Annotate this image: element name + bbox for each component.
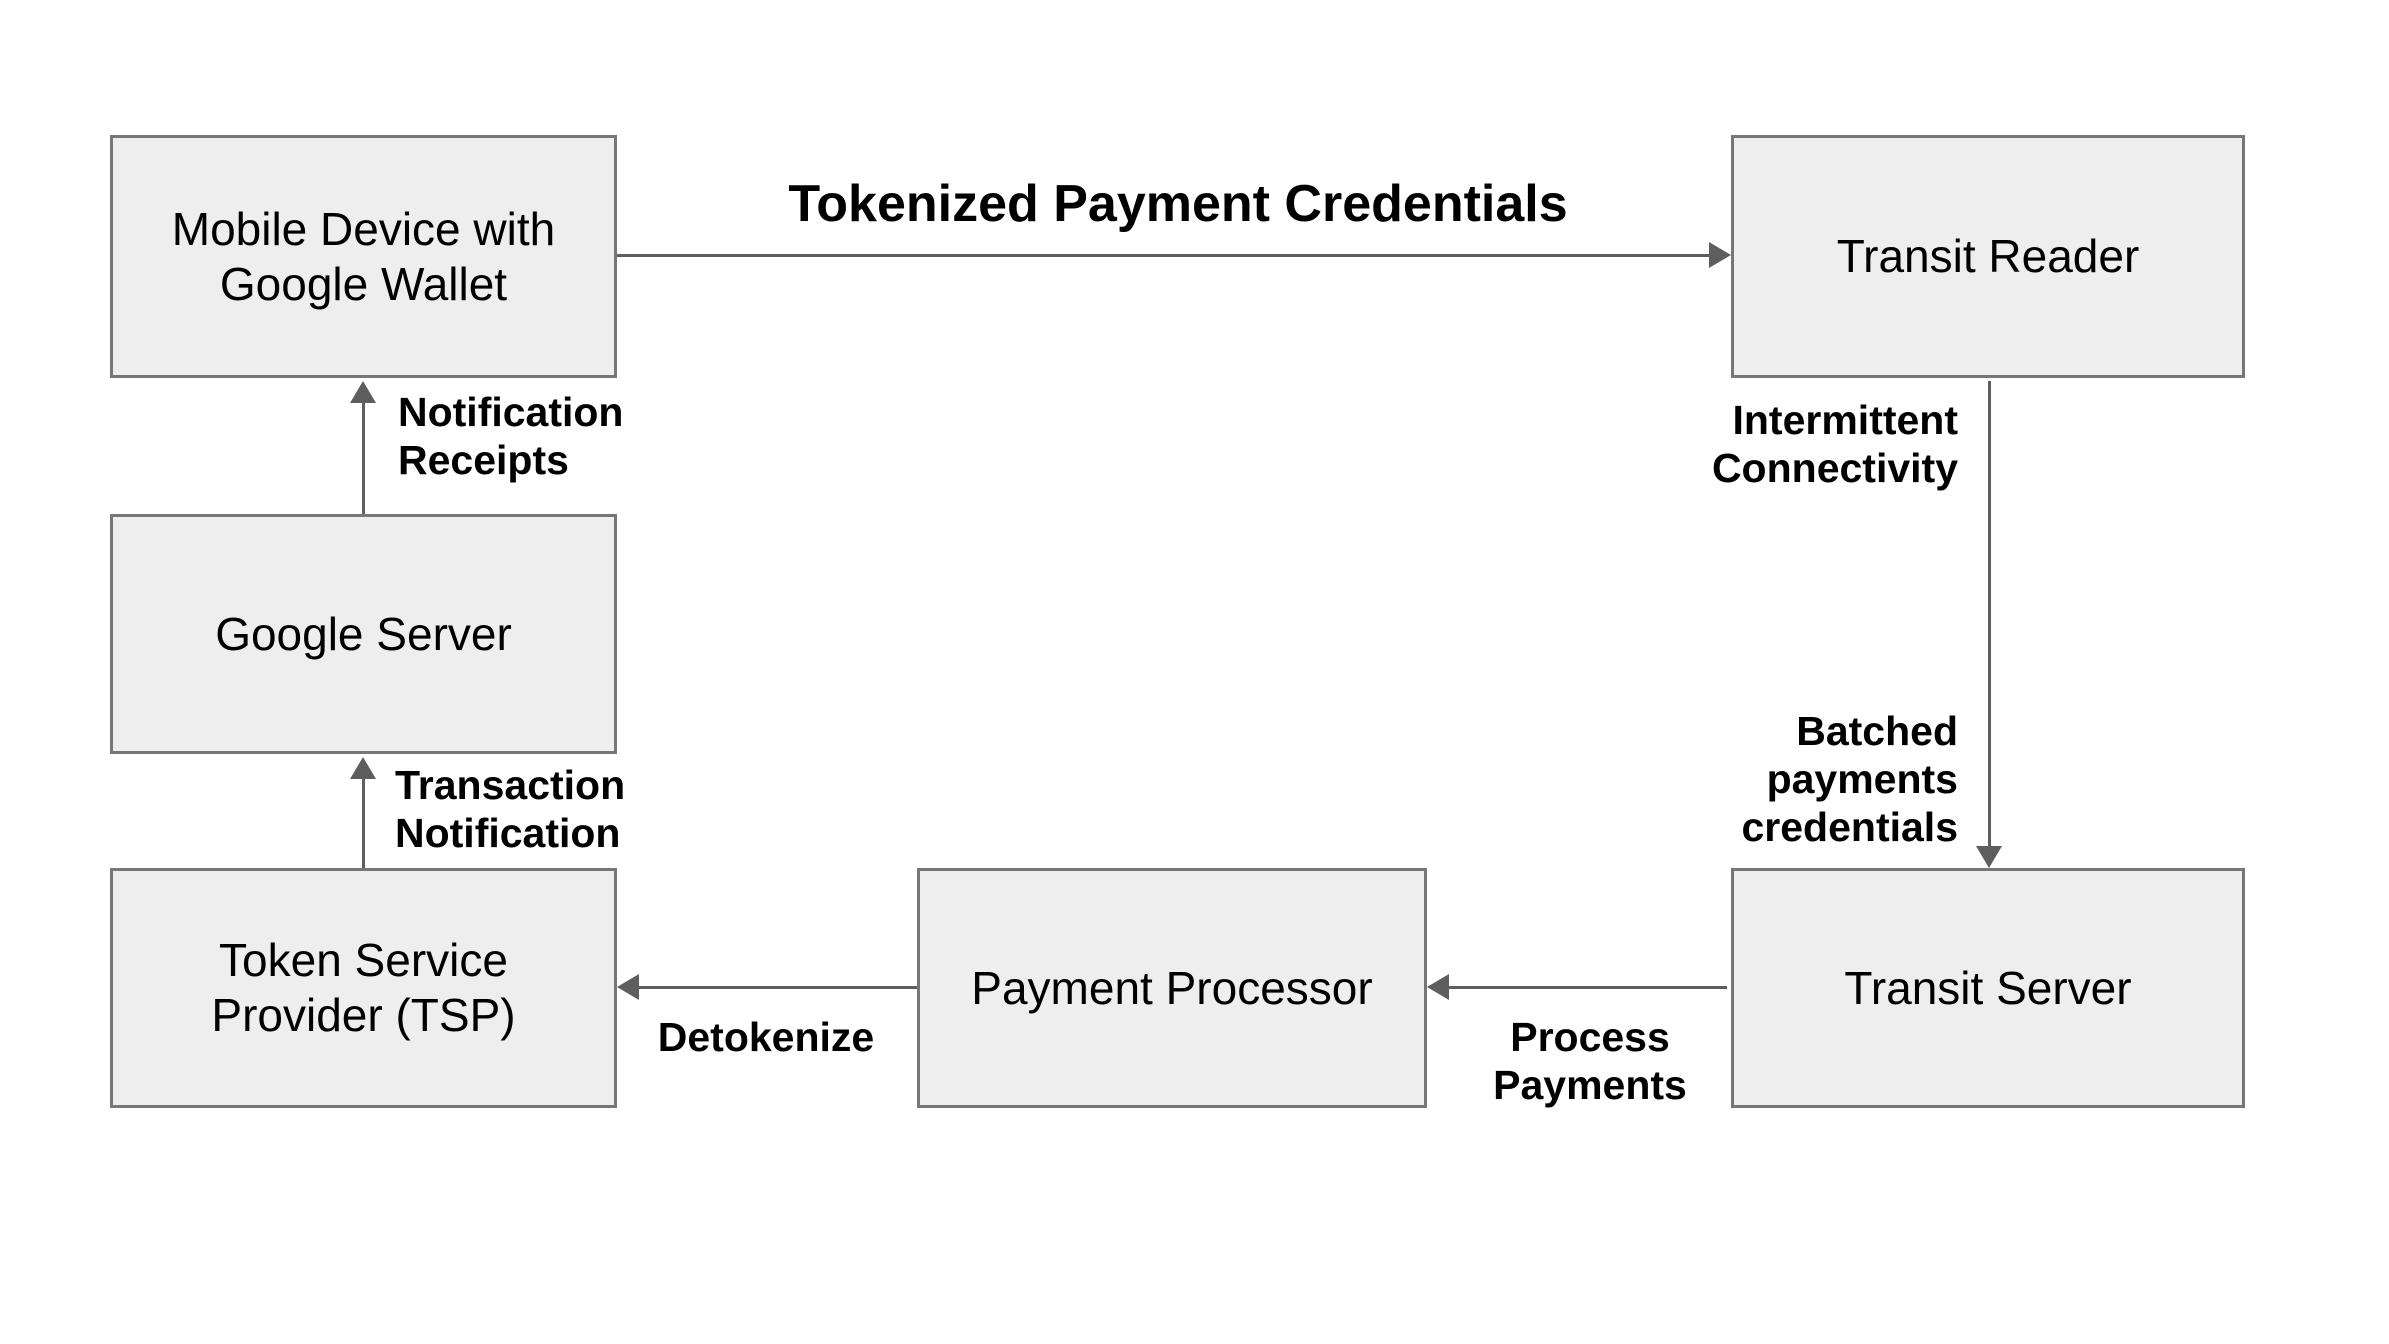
edge-line-transaction-notification bbox=[362, 777, 365, 868]
edge-label-tokenized-payment-credentials: Tokenized Payment Credentials bbox=[788, 175, 1568, 233]
node-label-transit-server: Transit Server bbox=[1844, 961, 2132, 1014]
arrowhead-right-icon bbox=[1709, 242, 1731, 268]
node-transit-server: Transit Server bbox=[1731, 868, 2245, 1108]
edge-line-tokenized-payment-credentials bbox=[617, 254, 1712, 257]
edge-line-process-payments bbox=[1447, 986, 1727, 989]
arrowhead-up-icon-2 bbox=[350, 757, 376, 779]
edge-label-process-payments: Process Payments bbox=[1493, 1014, 1687, 1108]
node-payment-processor: Payment Processor bbox=[917, 868, 1427, 1108]
edge-label-batched-payments-credentials: Batched payments credentials bbox=[1741, 708, 1959, 850]
node-token-service-provider: Token Service Provider (TSP) bbox=[110, 868, 617, 1108]
node-label-token-service-provider: Token Service Provider (TSP) bbox=[211, 934, 516, 1041]
node-label-mobile-device: Mobile Device with Google Wallet bbox=[171, 202, 556, 310]
node-google-server: Google Server bbox=[110, 514, 617, 754]
edge-label-detokenize: Detokenize bbox=[657, 1014, 875, 1060]
edge-line-intermittent-connectivity bbox=[1988, 381, 1991, 847]
edge-line-notification-receipts bbox=[362, 400, 365, 514]
arrowhead-left-icon-2 bbox=[1427, 974, 1449, 1000]
edge-label-transaction-notification: Transaction Notification bbox=[395, 762, 626, 856]
arrowhead-down-icon bbox=[1976, 846, 2002, 868]
edge-line-detokenize bbox=[637, 986, 917, 989]
edge-label-intermittent-connectivity: Intermittent Connectivity bbox=[1711, 397, 1958, 491]
node-label-google-server: Google Server bbox=[215, 607, 512, 660]
arrowhead-up-icon bbox=[350, 381, 376, 403]
arrowhead-left-icon bbox=[617, 974, 639, 1000]
node-transit-reader: Transit Reader bbox=[1731, 135, 2245, 378]
node-label-payment-processor: Payment Processor bbox=[971, 961, 1373, 1014]
node-mobile-device-with-google-wallet: Mobile Device with Google Wallet bbox=[110, 135, 617, 378]
node-label-transit-reader: Transit Reader bbox=[1836, 230, 2140, 282]
edge-label-notification-receipts: Notification Receipts bbox=[398, 389, 624, 483]
